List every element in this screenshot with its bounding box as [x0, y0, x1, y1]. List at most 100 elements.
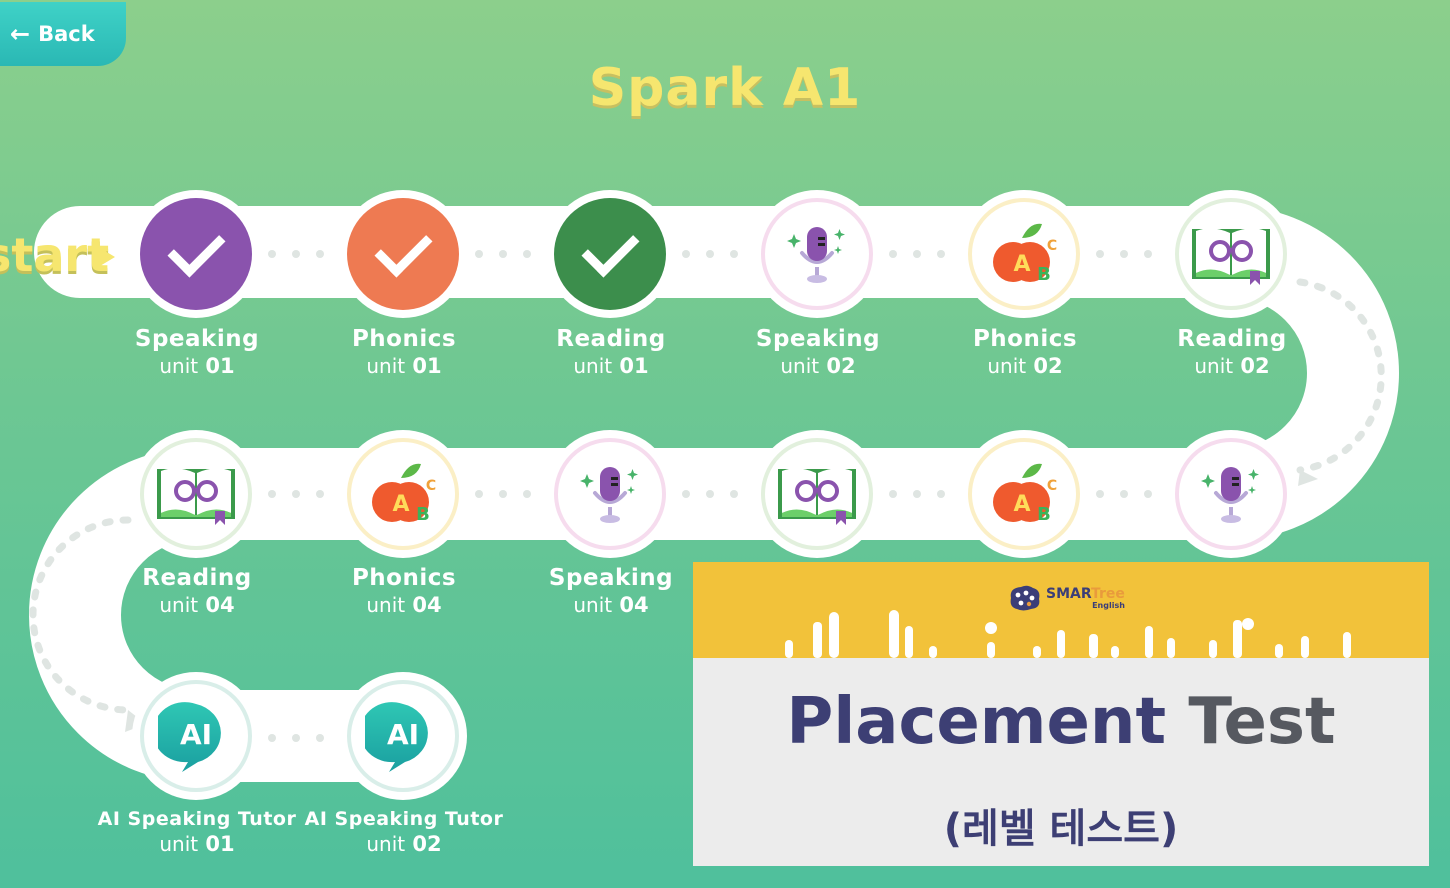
node-label: Speaking unit 01	[97, 326, 297, 378]
placement-test-title: Placement Test	[693, 690, 1429, 754]
node-ring: A B C	[968, 438, 1080, 550]
node-unit-word: unit	[1194, 354, 1234, 378]
path-node-phonics-unit-02[interactable]: A B C	[960, 190, 1088, 318]
svg-text:C: C	[1047, 478, 1057, 494]
node-ring	[1175, 198, 1287, 310]
logo-subtext: English	[1092, 600, 1125, 610]
node-unit-number: 01	[412, 354, 442, 378]
node-name: Reading	[142, 565, 252, 591]
node-unit: unit 01	[304, 354, 504, 378]
svg-text:C: C	[1047, 238, 1057, 254]
node-ring	[761, 198, 873, 310]
logo-text-tree: Tree	[1091, 585, 1125, 602]
placement-word: Placement	[786, 685, 1167, 759]
node-unit: unit 02	[925, 354, 1125, 378]
book-glasses-icon	[1190, 221, 1272, 287]
node-name: Speaking	[134, 326, 260, 352]
node-unit-number: 04	[619, 593, 649, 617]
brain-logo-icon	[1010, 585, 1040, 611]
node-label: AI Speaking Tutor unit 02	[304, 808, 504, 856]
node-label: Reading unit 02	[1132, 326, 1332, 378]
path-node-phonics-unit-01[interactable]	[339, 190, 467, 318]
node-unit-number: 02	[1240, 354, 1270, 378]
svg-text:B: B	[416, 504, 430, 525]
node-unit-word: unit	[987, 354, 1027, 378]
back-button[interactable]: ← Back	[0, 2, 126, 66]
node-label: AI Speaking Tutor unit 01	[97, 808, 297, 856]
node-unit-word: unit	[159, 593, 199, 617]
node-ring: A B C	[347, 438, 459, 550]
node-ring	[347, 198, 459, 310]
path-node-speaking-unit-03[interactable]	[1167, 430, 1295, 558]
path-node-ai-speaking-tutor-unit-01[interactable]: AI	[132, 672, 260, 800]
svg-text:B: B	[1037, 264, 1051, 285]
node-unit-word: unit	[159, 832, 199, 856]
node-name: Reading	[1177, 326, 1287, 352]
path-node-reading-unit-01[interactable]	[546, 190, 674, 318]
node-name: Phonics	[972, 326, 1078, 352]
test-word: Test	[1188, 685, 1336, 759]
checkmark-icon	[167, 219, 225, 277]
path-node-reading-unit-04[interactable]	[132, 430, 260, 558]
page-title: Spark A1	[588, 58, 862, 118]
node-ring	[140, 198, 252, 310]
node-ring	[1175, 438, 1287, 550]
node-label: Speaking unit 04	[511, 565, 711, 617]
placement-test-banner[interactable]: SMARTree English Placement Test (레벨 테스트)	[693, 562, 1429, 866]
node-name: AI Speaking Tutor	[97, 808, 297, 830]
node-ring	[554, 438, 666, 550]
microphone-icon	[1196, 459, 1266, 529]
node-unit-number: 04	[412, 593, 442, 617]
placement-test-subtitle: (레벨 테스트)	[943, 806, 1179, 852]
ai-chat-bubble-icon: AI	[158, 698, 234, 774]
arrow-left-icon: ←	[10, 20, 31, 48]
node-ring	[761, 438, 873, 550]
path-node-speaking-unit-02[interactable]	[753, 190, 881, 318]
checkmark-icon	[374, 219, 432, 277]
node-unit: unit 02	[304, 832, 504, 856]
node-name: Phonics	[351, 565, 457, 591]
path-node-phonics-unit-04[interactable]: A B C	[339, 430, 467, 558]
node-unit-number: 01	[205, 832, 235, 856]
microphone-icon	[782, 219, 852, 289]
apple-abc-icon: A B C	[986, 456, 1062, 532]
node-unit: unit 04	[304, 593, 504, 617]
path-node-reading-unit-03[interactable]	[753, 430, 881, 558]
node-label: Phonics unit 02	[925, 326, 1125, 378]
svg-text:A: A	[1013, 252, 1030, 277]
node-unit-word: unit	[366, 832, 406, 856]
start-arrow-icon	[95, 245, 115, 269]
node-unit: unit 02	[1132, 354, 1332, 378]
node-label: Phonics unit 01	[304, 326, 504, 378]
node-unit-word: unit	[780, 354, 820, 378]
book-glasses-icon	[776, 461, 858, 527]
checkmark-icon	[581, 219, 639, 277]
node-unit-word: unit	[366, 593, 406, 617]
node-name: Speaking	[548, 565, 674, 591]
start-label: start	[0, 228, 110, 282]
node-name: Phonics	[351, 326, 457, 352]
node-ring: A B C	[968, 198, 1080, 310]
node-label: Reading unit 01	[511, 326, 711, 378]
node-ring: AI	[347, 680, 459, 792]
node-unit: unit 02	[718, 354, 918, 378]
path-node-speaking-unit-04[interactable]	[546, 430, 674, 558]
path-node-speaking-unit-01[interactable]	[132, 190, 260, 318]
node-unit: unit 04	[511, 593, 711, 617]
placement-test-header: SMARTree English	[693, 562, 1429, 658]
node-unit-number: 02	[826, 354, 856, 378]
path-node-reading-unit-02[interactable]	[1167, 190, 1295, 318]
ai-chat-bubble-icon: AI	[365, 698, 441, 774]
svg-text:A: A	[392, 492, 409, 517]
node-ring	[554, 198, 666, 310]
node-unit-number: 02	[1033, 354, 1063, 378]
path-node-ai-speaking-tutor-unit-02[interactable]: AI	[339, 672, 467, 800]
node-unit-word: unit	[159, 354, 199, 378]
smartree-logo: SMARTree English	[1007, 584, 1125, 612]
path-node-phonics-unit-03[interactable]: A B C	[960, 430, 1088, 558]
city-skyline-decoration	[785, 610, 1351, 658]
node-unit-number: 02	[412, 832, 442, 856]
node-unit-number: 01	[205, 354, 235, 378]
